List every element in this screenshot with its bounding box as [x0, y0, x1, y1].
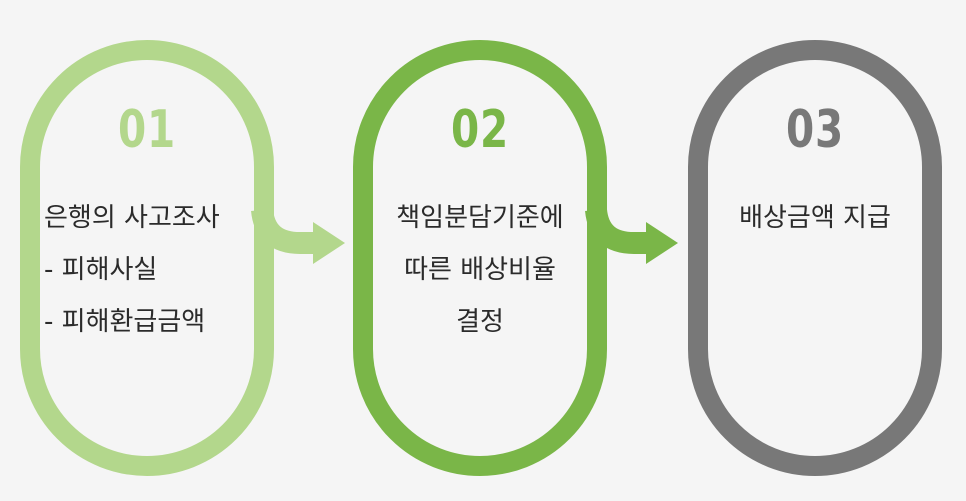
- step-2-line-1: 책임분담기준에: [396, 203, 564, 233]
- step-1-line-1: 은행의 사고조사: [44, 203, 220, 233]
- step-1-line-2: - 피해사실: [44, 255, 158, 285]
- step-1-line-3: - 피해환급금액: [44, 307, 206, 337]
- arrowhead-2-3: [646, 222, 678, 264]
- step-2-line-3: 결정: [456, 307, 504, 337]
- step-2-number: 02: [450, 100, 510, 160]
- step-3-number: 03: [785, 100, 845, 160]
- step-3-line-1: 배상금액 지급: [739, 203, 891, 233]
- step-3-description: 배상금액 지급: [688, 192, 942, 244]
- step-1-description: 은행의 사고조사 - 피해사실 - 피해환급금액: [44, 192, 298, 348]
- step-2-description: 책임분담기준에 따른 배상비율 결정: [353, 192, 607, 348]
- arrowhead-1-2: [313, 222, 345, 264]
- step-2-line-2: 따른 배상비율: [404, 255, 556, 285]
- step-1-number: 01: [117, 100, 177, 160]
